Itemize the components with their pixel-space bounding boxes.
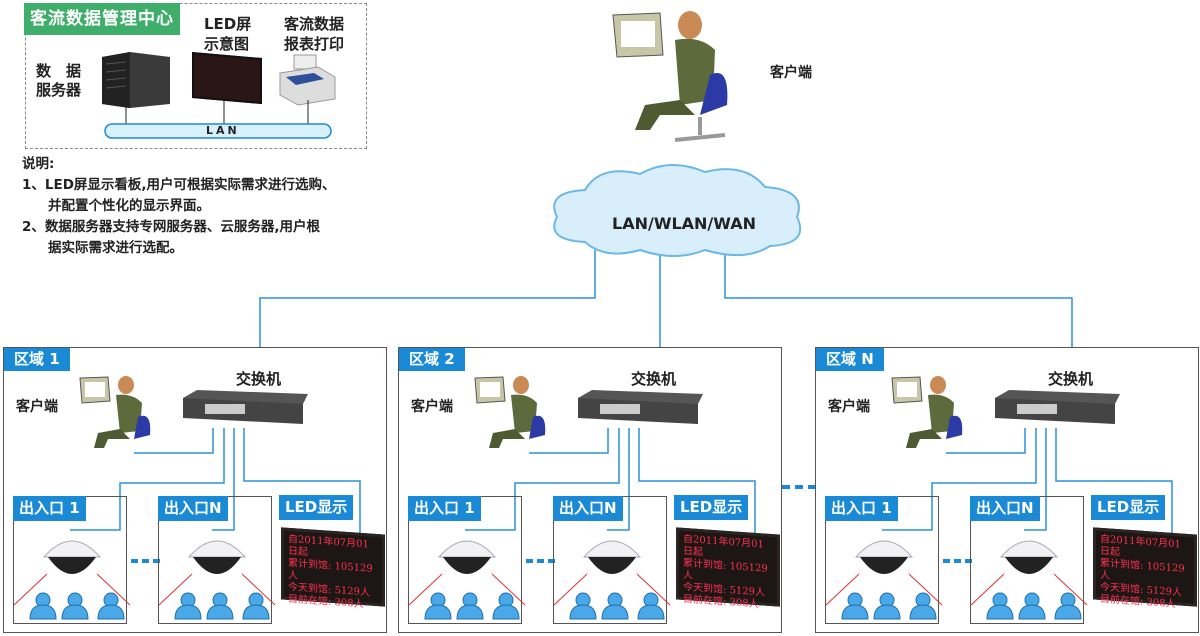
exit-label: 出入口N (553, 496, 623, 521)
notes-heading: 说明: (22, 156, 55, 172)
people-icon (28, 592, 126, 620)
zone-client-label: 客户端 (411, 399, 453, 415)
people-icon (173, 592, 271, 620)
exit-box: 出入口 1 (825, 496, 943, 624)
zone-1: 区域 1 客户端 交换机 出入口 1 出入口N (3, 347, 387, 633)
data-center-box (25, 3, 367, 149)
zone-wiring (70, 428, 361, 563)
zone-client-label: 客户端 (16, 399, 58, 415)
server-label: 数 据服务器 (36, 62, 82, 99)
zone-label: 区域 2 (399, 348, 465, 371)
zone-2: 区域 2 客户端 交换机 出入口 1 出入口N (398, 347, 782, 633)
people-icon (985, 592, 1083, 620)
cloud-icon (553, 163, 802, 257)
zone-wiring (465, 428, 756, 563)
switch-icon (578, 390, 703, 424)
server-icon (102, 52, 170, 108)
link-zoneN (724, 250, 1073, 347)
client-person-icon (474, 376, 546, 448)
switch-icon (183, 390, 308, 424)
dome-camera-icon (553, 540, 671, 606)
dome-camera-icon (825, 540, 943, 606)
led-display-label: LED显示 (279, 495, 354, 520)
printer-label: 客流数据报表打印 (284, 15, 345, 53)
link-zone1 (259, 250, 596, 347)
led-screen-small-icon (192, 51, 262, 105)
people-icon (840, 592, 938, 620)
exit-box: 出入口N (158, 496, 276, 624)
dome-camera-icon (408, 540, 526, 606)
dome-camera-icon (970, 540, 1088, 606)
note-1-line2: 并配置个性化的显示界面。 (48, 198, 210, 214)
people-icon (568, 592, 666, 620)
note-2-line2: 据实际需求进行选配。 (48, 240, 183, 256)
zone-label: 区域 1 (4, 348, 70, 371)
led-display-label: LED显示 (674, 495, 749, 520)
switch-label: 交换机 (236, 370, 282, 388)
note-2-line1: 2、数据服务器支持专网服务器、云服务器,用户根 (22, 219, 321, 235)
zone-wiring (882, 428, 1173, 563)
led-display-panel: 自2011年07月01日起 累计到馆: 105129人 今天到馆: 5129人 … (676, 527, 780, 610)
data-center-title: 客流数据管理中心 (24, 3, 180, 35)
switch-label: 交换机 (1048, 370, 1094, 388)
exit-label: 出入口 1 (408, 496, 481, 521)
notes: 说明: 1、LED屏显示看板,用户可根据实际需求进行选购、 并配置个性化的显示界… (22, 154, 336, 259)
people-icon (423, 592, 521, 620)
switch-icon (995, 390, 1120, 424)
zone-client-label: 客户端 (828, 399, 870, 415)
top-client-label: 客户端 (770, 65, 812, 81)
exit-box: 出入口N (970, 496, 1088, 624)
led-display-panel: 自2011年07月01日起 累计到馆: 105129人 今天到馆: 5129人 … (281, 527, 385, 610)
exit-label: 出入口 1 (825, 496, 898, 521)
led-display-label: LED显示 (1091, 495, 1166, 520)
zone-label: 区域 N (816, 348, 884, 371)
note-1-line1: 1、LED屏显示看板,用户可根据实际需求进行选购、 (22, 177, 336, 193)
exit-label: 出入口 1 (13, 496, 86, 521)
dome-camera-icon (158, 540, 276, 606)
exit-label: 出入口N (970, 496, 1040, 521)
dome-camera-icon (13, 540, 131, 606)
lan-label: LAN (206, 124, 240, 137)
client-person-icon (79, 376, 151, 448)
switch-label: 交换机 (631, 370, 677, 388)
top-client-person-icon (612, 11, 728, 142)
exit-box: 出入口 1 (13, 496, 131, 624)
client-person-icon (891, 376, 963, 448)
printer-icon (279, 54, 336, 106)
lan-bus (104, 100, 332, 139)
zone-3: 区域 N 客户端 交换机 出入口 1 出入口N (815, 347, 1199, 633)
exit-box: 出入口 1 (408, 496, 526, 624)
cloud-label: LAN/WLAN/WAN (612, 214, 756, 233)
exit-label: 出入口N (158, 496, 228, 521)
led-diagram-label: LED屏示意图 (204, 15, 252, 53)
exit-box: 出入口N (553, 496, 671, 624)
led-display-panel: 自2011年07月01日起 累计到馆: 105129人 今天到馆: 5129人 … (1093, 527, 1197, 610)
